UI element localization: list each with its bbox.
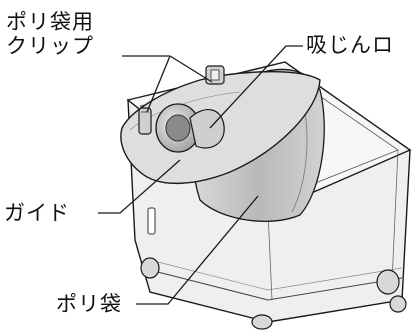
leader-bag <box>136 195 259 305</box>
label-guide: ガイド <box>4 201 70 225</box>
wheels <box>140 257 407 330</box>
label-bag-clip-line1: ポリ袋用 <box>6 10 94 34</box>
leader-guide <box>98 159 181 214</box>
suction-port <box>155 103 225 153</box>
label-bag: ポリ袋 <box>56 292 122 316</box>
leader-bag-clip <box>122 55 213 113</box>
leader-lines <box>98 45 303 305</box>
label-bag-clip-line2: クリップ <box>6 34 94 58</box>
label-suction-port: 吸じんロ <box>306 33 394 57</box>
leader-suction-port <box>209 45 303 129</box>
label-bag-clip: ポリ袋用 クリップ <box>6 10 94 58</box>
bag-clip-left <box>138 107 152 135</box>
bag-clip-right <box>205 65 225 85</box>
